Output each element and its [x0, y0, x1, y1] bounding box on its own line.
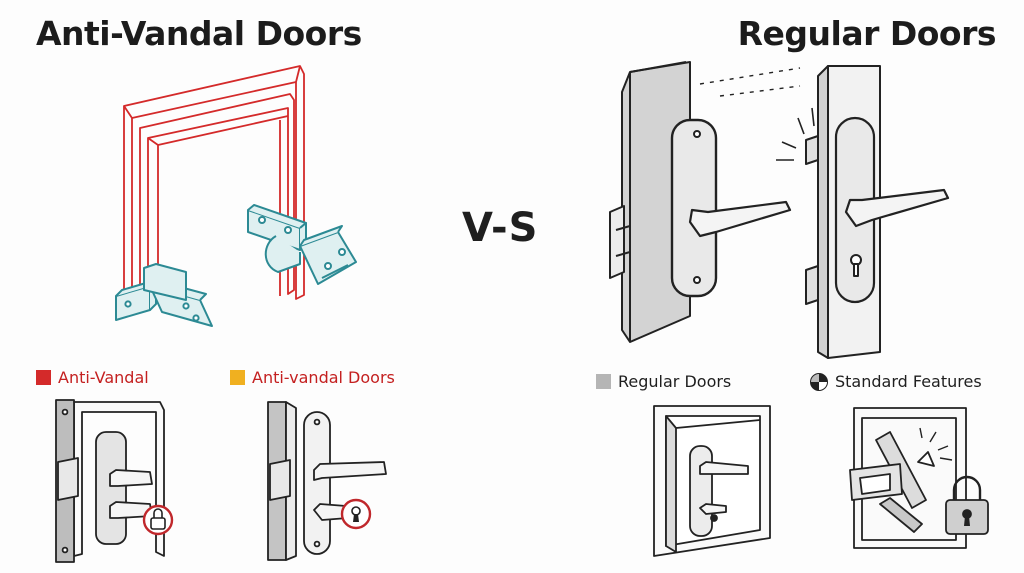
legend-label: Anti-Vandal	[58, 368, 149, 387]
versus-label: V-S	[462, 205, 539, 251]
yellow-swatch-icon	[230, 370, 245, 385]
anti-vandal-keyhole-lock-icon	[267, 401, 387, 561]
standard-lock-panel-icon	[849, 407, 989, 549]
regular-door-side-icon	[776, 65, 950, 359]
anti-vandal-doors-title: Anti-Vandal Doors	[36, 14, 362, 53]
legend-anti-vandal-doors: Anti-vandal Doors	[230, 368, 395, 387]
legend-label: Regular Doors	[618, 372, 732, 391]
legend-label: Anti-vandal Doors	[252, 368, 395, 387]
regular-door-front-icon	[609, 61, 801, 343]
legend-standard-features: Standard Features	[810, 372, 982, 391]
grey-swatch-icon	[596, 374, 611, 389]
legend-label: Standard Features	[835, 372, 982, 391]
red-swatch-icon	[36, 370, 51, 385]
quadrant-circle-icon	[810, 372, 828, 391]
regular-doors-title: Regular Doors	[737, 14, 997, 53]
legend-anti-vandal: Anti-Vandal	[36, 368, 149, 387]
security-hinge-left-icon	[115, 263, 213, 327]
regular-door-small-icon	[653, 405, 771, 557]
anti-vandal-lock-door-icon	[55, 399, 174, 563]
security-hinge-right-icon	[247, 204, 357, 285]
legend-regular-doors: Regular Doors	[596, 372, 731, 391]
